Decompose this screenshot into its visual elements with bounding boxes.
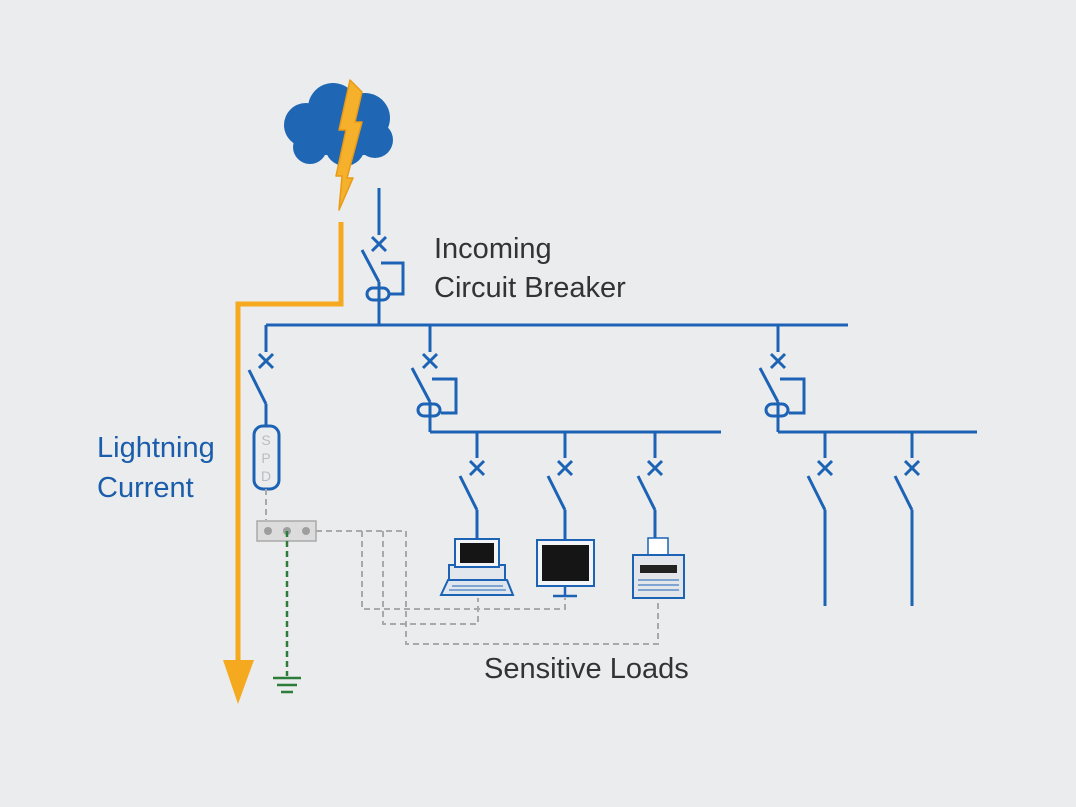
lightning-label-line1: Lightning <box>97 432 215 464</box>
lightning-bolt-icon <box>335 79 363 211</box>
computer-icon <box>439 538 515 596</box>
printer-icon <box>632 537 685 599</box>
lightning-label-line2: Current <box>97 472 194 504</box>
lightning-current-path <box>235 222 344 665</box>
spd-letter-p: P <box>261 450 270 466</box>
circuit-lines <box>247 188 977 606</box>
lightning-arrowhead <box>223 660 254 704</box>
cloud-icon <box>284 83 393 166</box>
spd-letter-s: S <box>261 432 270 448</box>
monitor-icon <box>536 539 595 598</box>
sensitive-loads-label: Sensitive Loads <box>484 653 689 685</box>
equipotential-bonding <box>265 489 659 645</box>
ground-icon <box>273 676 301 694</box>
spd-letter-d: D <box>261 468 271 484</box>
incoming-label-line2: Circuit Breaker <box>434 272 626 304</box>
incoming-label-line1: Incoming <box>434 233 552 265</box>
spd-label: S P D <box>261 432 271 484</box>
